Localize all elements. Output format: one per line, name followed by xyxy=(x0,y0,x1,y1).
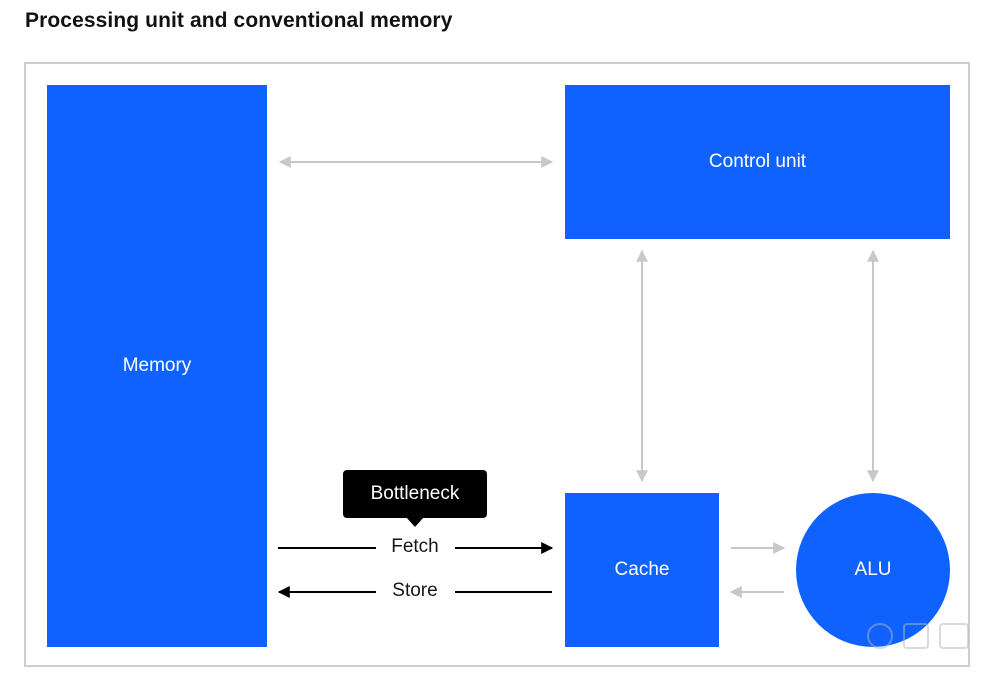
alu-block: ALU xyxy=(796,493,950,647)
cache-label: Cache xyxy=(614,559,670,580)
cache-block: Cache xyxy=(565,493,719,647)
control-unit-label: Control unit xyxy=(708,151,807,172)
tooltip-pointer xyxy=(406,517,424,527)
bottleneck-tooltip: Bottleneck xyxy=(343,470,487,518)
memory-label: Memory xyxy=(122,355,192,376)
diagram-title: Processing unit and conventional memory xyxy=(25,9,453,32)
bottleneck-label: Bottleneck xyxy=(370,483,460,504)
watermark-logo xyxy=(867,623,969,649)
alu-label: ALU xyxy=(854,559,892,580)
control-unit-block: Control unit xyxy=(565,85,950,239)
store-label: Store xyxy=(377,580,453,602)
diagram-frame xyxy=(24,62,970,667)
memory-block: Memory xyxy=(47,85,267,647)
fetch-label: Fetch xyxy=(377,536,453,558)
